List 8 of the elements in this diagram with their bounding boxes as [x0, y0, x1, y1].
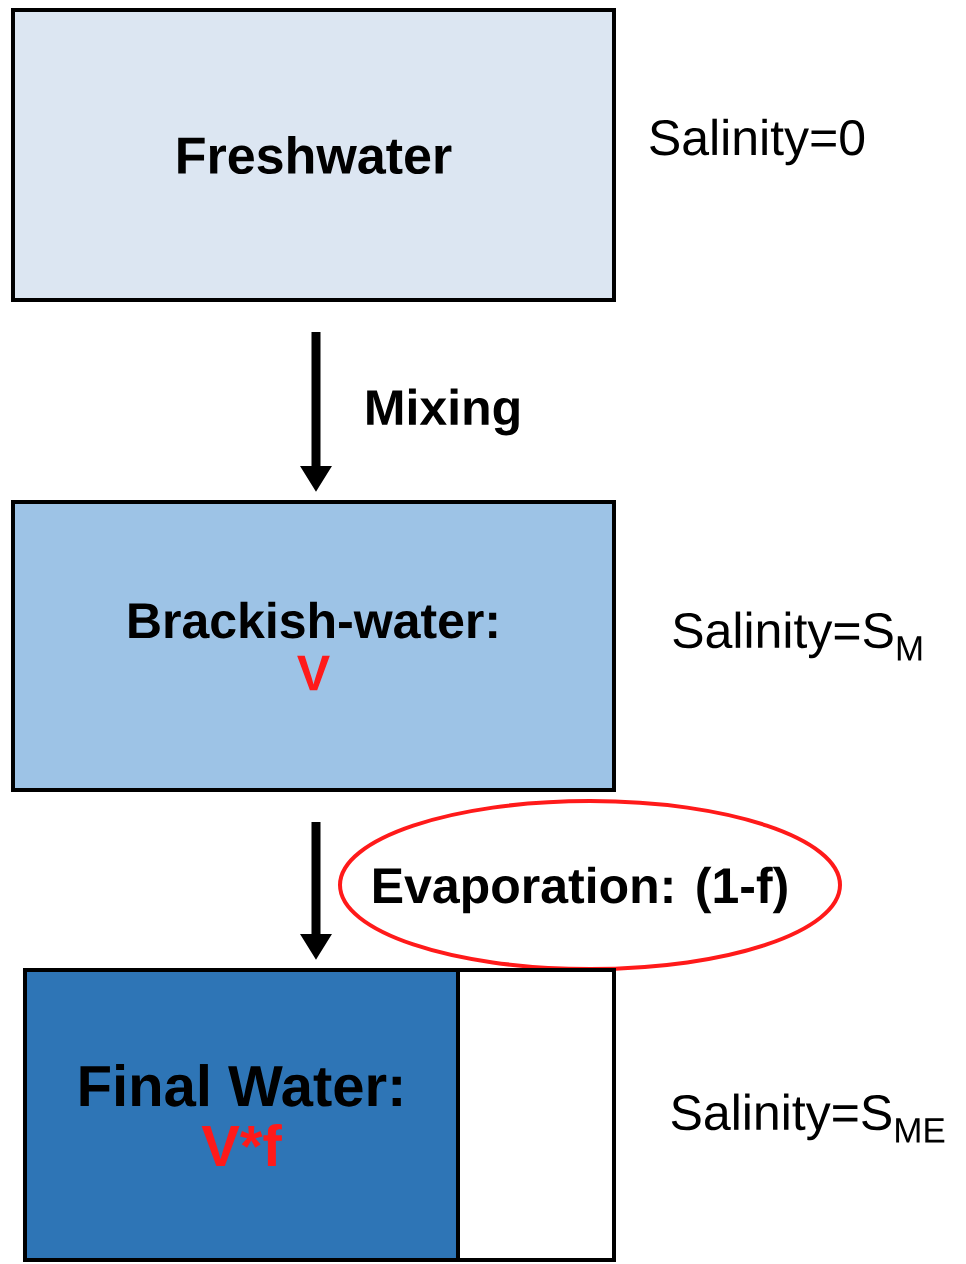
- salinity-label: Salinity=S$_{M}$: [673, 611, 922, 661]
- edge-label: Evaporation: (1-f): [374, 866, 787, 914]
- water-box: Freshwater: [11, 8, 616, 302]
- salinity-label: Salinity=S$_{ME}$: [671, 1093, 945, 1143]
- salinity-label: Salinity=0: [650, 118, 865, 166]
- water-box: Brackish-water: V: [11, 500, 616, 792]
- edge-label: Mixing: [367, 388, 519, 436]
- water-box: Final Water: V*f: [23, 968, 460, 1262]
